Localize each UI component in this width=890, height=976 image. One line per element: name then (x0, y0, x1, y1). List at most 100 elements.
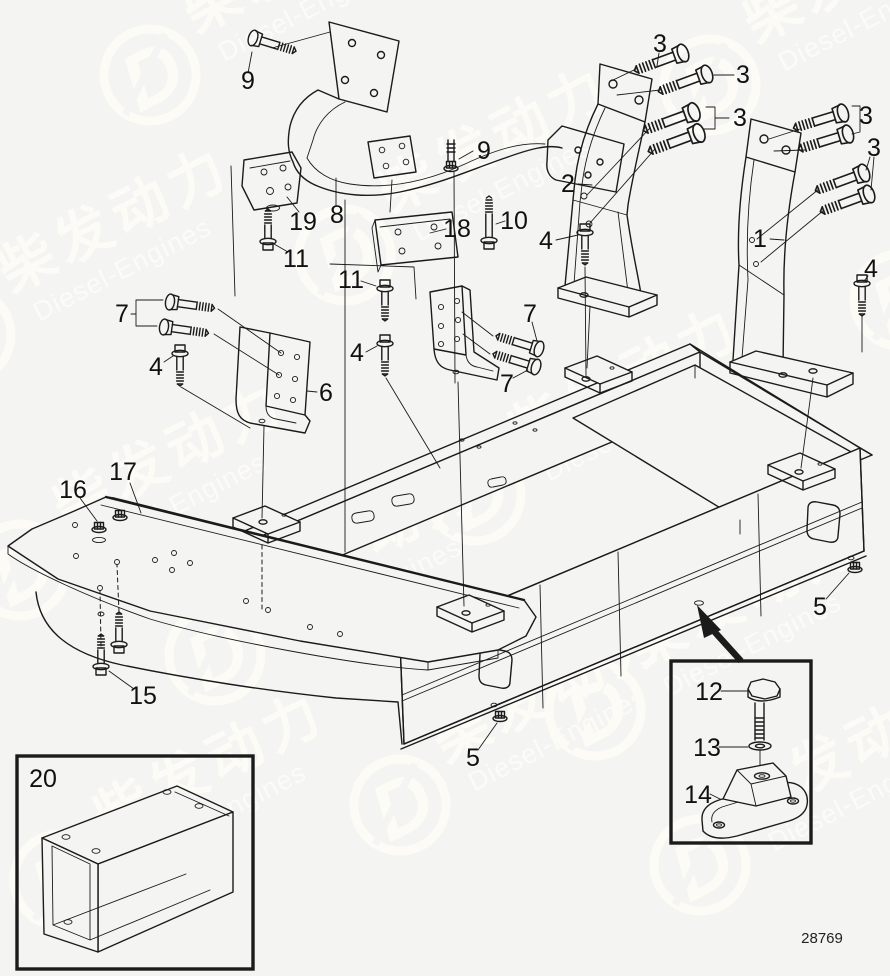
arch-outer (314, 145, 563, 196)
right-edge (782, 171, 796, 367)
washer-icon (266, 204, 280, 212)
bolt-7 (157, 317, 211, 342)
bolt-12 (747, 678, 781, 741)
callout-1: 1 (753, 225, 767, 253)
watermark-cluster (0, 134, 264, 397)
bolt-7 (163, 292, 217, 317)
callout-11: 11 (283, 245, 309, 273)
callout-18: 18 (443, 215, 471, 243)
left-inner (573, 107, 606, 285)
washer-13 (748, 741, 772, 751)
callout-4: 4 (149, 353, 163, 381)
slot-hole (351, 510, 375, 524)
pad-c (436, 594, 505, 633)
flange-hole (694, 600, 704, 606)
top-plate (745, 118, 802, 173)
bolt-15 (110, 611, 128, 654)
wall-seams (539, 493, 762, 709)
callout-15: 15 (129, 682, 157, 710)
dashed-lines (99, 544, 263, 647)
rail-hole (512, 421, 518, 425)
callout-5: 5 (813, 593, 827, 621)
callout-20: 20 (29, 765, 57, 793)
callout-5: 5 (466, 744, 480, 772)
bolt-15 (92, 633, 110, 676)
pad-a (232, 505, 301, 544)
bracket-19 (241, 151, 302, 212)
watermark-cluster (79, 0, 449, 137)
callout-7: 7 (500, 370, 514, 398)
callout-4: 4 (539, 227, 553, 255)
bracket-2 (557, 63, 658, 318)
washer-16 (92, 536, 106, 544)
shelf-edges (694, 364, 741, 535)
callout-2: 2 (561, 170, 575, 198)
callout-14: 14 (684, 781, 712, 809)
slot-hole (487, 476, 507, 488)
callout-10: 10 (500, 207, 528, 235)
callout-3: 3 (859, 102, 873, 130)
bolt-4 (171, 344, 189, 387)
leader-lines (79, 31, 875, 801)
bolt-7 (492, 327, 547, 359)
callout-16: 16 (59, 476, 87, 504)
right-arm-plate (546, 125, 625, 193)
inset-border (669, 659, 813, 845)
left-edge (732, 156, 747, 361)
detail-arrow (697, 605, 744, 664)
callout-7: 7 (115, 300, 129, 328)
drawing-number: 28769 (801, 930, 843, 947)
bracket-1 (729, 118, 854, 398)
bottom-flange (400, 550, 867, 750)
callout-8: 8 (330, 201, 344, 229)
hand-hole (806, 501, 841, 543)
callout-4: 4 (350, 339, 364, 367)
left-inner (741, 159, 755, 359)
watermark-cluster (639, 0, 890, 147)
arrow-shaft (709, 626, 744, 664)
plate-holes (72, 522, 343, 637)
callout-13: 13 (693, 734, 721, 762)
bolt-hole (97, 611, 105, 617)
bracket-8 (287, 21, 625, 196)
fasteners (91, 28, 878, 723)
callout-7: 7 (523, 300, 537, 328)
flange-hole (490, 702, 498, 708)
left-arm-inner (306, 101, 346, 159)
block-18 (371, 211, 459, 273)
bolt-4 (576, 223, 594, 266)
callout-3: 3 (867, 134, 881, 162)
rail-hole (532, 428, 538, 432)
stud-9 (443, 139, 459, 173)
under-bracket-outline (35, 591, 403, 745)
callout-11: 11 (338, 266, 364, 294)
inset-mount-detail (669, 659, 813, 845)
right-edge (626, 121, 646, 295)
plate-17 (7, 495, 537, 671)
callout-3: 3 (653, 30, 667, 58)
side-foot (433, 285, 500, 381)
top-plate (328, 21, 400, 113)
base-frame (227, 343, 873, 750)
pad-b (564, 355, 633, 394)
flange-hole (847, 555, 855, 561)
callout-19: 19 (289, 208, 317, 236)
mount-14 (701, 762, 809, 839)
plate-thickness (7, 545, 499, 671)
plate-flange-inner (100, 504, 537, 618)
left-edge (564, 103, 599, 287)
legs (572, 199, 629, 293)
callout-9: 9 (477, 137, 491, 165)
callout-17: 17 (109, 458, 137, 486)
callout-3: 3 (733, 104, 747, 132)
callout-12: 12 (695, 678, 723, 706)
plate-outline (7, 496, 537, 663)
cross (738, 264, 785, 296)
spacer-20 (41, 785, 234, 953)
bolt-4 (376, 334, 394, 377)
plate-flange (104, 495, 526, 602)
inner-opening (51, 845, 211, 941)
